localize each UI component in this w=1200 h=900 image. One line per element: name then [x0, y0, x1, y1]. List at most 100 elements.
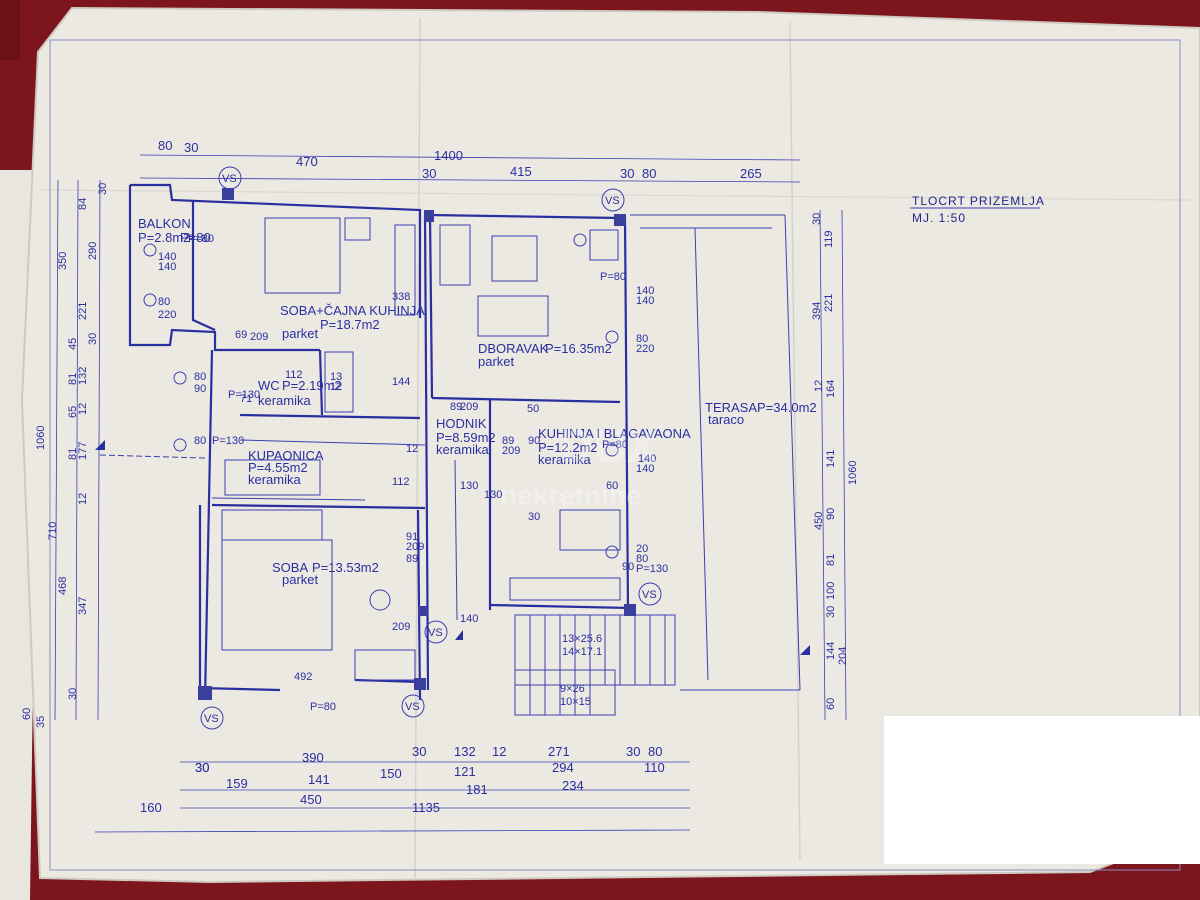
dim-bot2-3: 141	[308, 772, 330, 787]
dim-top-5: 415	[510, 164, 532, 179]
dim-bot-4: 132	[454, 744, 476, 759]
dim-bot2-5: 121	[454, 764, 476, 779]
dim-right-8: 141	[825, 450, 837, 468]
room-dim-label: 80	[636, 333, 648, 345]
dim-left-16: 1060	[35, 426, 47, 450]
dim-right-15: 204	[837, 647, 849, 665]
dim-bot2-2: 159	[226, 776, 248, 791]
dim-bot2-1: 30	[195, 760, 209, 775]
room-dim-label: 80	[636, 553, 648, 565]
room-dim-label: 130	[484, 489, 502, 501]
dim-left-14: 12	[77, 493, 89, 505]
room-dim-label: 220	[636, 343, 654, 355]
dim-bot-8: 80	[648, 744, 662, 759]
room-wc-area: P=2.19m2	[282, 378, 342, 393]
room-dim-label: 90	[194, 383, 206, 395]
section-arrow	[455, 630, 463, 640]
dim-left-3: 84	[77, 198, 89, 210]
section-arrow	[800, 645, 810, 655]
room-dim-label: P=80	[600, 271, 626, 283]
dim-right-12: 100	[825, 582, 837, 600]
room-hodnik-floor: keramika	[436, 442, 490, 457]
room-kuhinja-area: P=12.2m2	[538, 440, 598, 455]
dim-left-1: 350	[57, 252, 69, 270]
room-dim-label: 80	[158, 296, 170, 308]
room-dim-label: 91	[406, 531, 418, 543]
dim-bot3-3: 234	[562, 778, 584, 793]
column	[614, 214, 626, 226]
dim-right-2: 119	[823, 230, 835, 248]
room-soba-floor: parket	[282, 572, 319, 587]
dim-top-7: 80	[642, 166, 656, 181]
dim-left-8: 132	[77, 367, 89, 385]
room-dim-label: 140	[460, 613, 478, 625]
vs-marker: VS	[428, 627, 443, 639]
room-dim-label: 60	[606, 480, 618, 492]
dim-left-11: 12	[77, 403, 89, 415]
room-balkon-extra: P=80	[180, 230, 211, 245]
dim-bot3-1: 450	[300, 792, 322, 807]
room-kuhinja-floor: keramika	[538, 452, 592, 467]
dim-left-13: 81	[67, 448, 79, 460]
room-terasa-area: P=34.0m2	[757, 400, 817, 415]
room-dim-label: 112	[285, 369, 303, 381]
room-soba-name: SOBA	[272, 560, 308, 575]
room-dim-label: 13	[330, 371, 342, 383]
dim-left-15: 710	[47, 522, 59, 540]
dim-bot3-2: 181	[466, 782, 488, 797]
dim-left-2: 290	[87, 242, 99, 260]
dim-left-17: 468	[57, 577, 69, 595]
room-terasa-floor: taraco	[708, 412, 744, 427]
dim-bot2-4: 150	[380, 766, 402, 781]
dim-bot-7: 30	[626, 744, 640, 759]
stairs-2-sub: 10×15	[560, 696, 591, 708]
room-dim-label: P=130	[228, 389, 260, 401]
room-kupaonica-name: KUPAONICA	[248, 448, 324, 463]
dim-left-10: 65	[67, 406, 79, 418]
dim-bot-5: 12	[492, 744, 506, 759]
room-soba-cajna-area: P=18.7m2	[320, 317, 380, 332]
room-dim-label: 89	[502, 435, 514, 447]
room-hodnik-name: HODNIK	[436, 416, 487, 431]
room-kupaonica-area: P=4.55m2	[248, 460, 308, 475]
dim-bot-6: 271	[548, 744, 570, 759]
dim-right-11: 81	[825, 554, 837, 566]
stairs: 13×25.6 14×17.1 9×26 10×15	[514, 614, 676, 716]
room-balkon-name: BALKON	[138, 216, 191, 231]
room-dim-label: 209	[392, 621, 410, 633]
dim-right-4: 221	[823, 294, 835, 312]
room-dim-label: 140	[636, 285, 654, 297]
room-dim-label: P=80	[188, 233, 214, 245]
dim-right-9: 450	[813, 512, 825, 530]
dim-right-14: 144	[825, 642, 837, 660]
room-hodnik-area: P=8.59m2	[436, 430, 496, 445]
room-wc-floor: keramika	[258, 393, 312, 408]
room-dim-label: P=80	[310, 701, 336, 713]
room-dim-label: 209	[406, 541, 424, 553]
room-dim-label: 220	[158, 309, 176, 321]
sheet-scale: MJ. 1:50	[912, 211, 966, 225]
dim-left-6: 45	[67, 338, 79, 350]
dim-bot-2: 390	[302, 750, 324, 765]
dims-right-group: 30 119 394 221 12 164 1060 141 450 90 81…	[811, 213, 859, 710]
dim-bot-1: 30	[195, 760, 209, 775]
room-terasa-name: TERASA	[705, 400, 757, 415]
column	[414, 678, 426, 690]
room-dim-label: 209	[502, 445, 520, 457]
dim-right-1: 30	[811, 213, 823, 225]
dim-top-8: 265	[740, 166, 762, 181]
room-dim-label: 50	[527, 403, 539, 415]
room-dim-label: 338	[392, 291, 410, 303]
watermark-brand: DUX	[560, 420, 657, 472]
room-dim-label: 90	[528, 435, 540, 447]
dim-top-2: 30	[184, 140, 198, 155]
column	[424, 210, 434, 222]
room-dim-label: 80	[194, 435, 206, 447]
room-dim-label: 30	[528, 511, 540, 523]
column	[198, 686, 212, 700]
room-dim-label: P=80	[602, 439, 628, 451]
dim-left-20: 60	[21, 708, 33, 720]
dim-left-19: 30	[67, 688, 79, 700]
